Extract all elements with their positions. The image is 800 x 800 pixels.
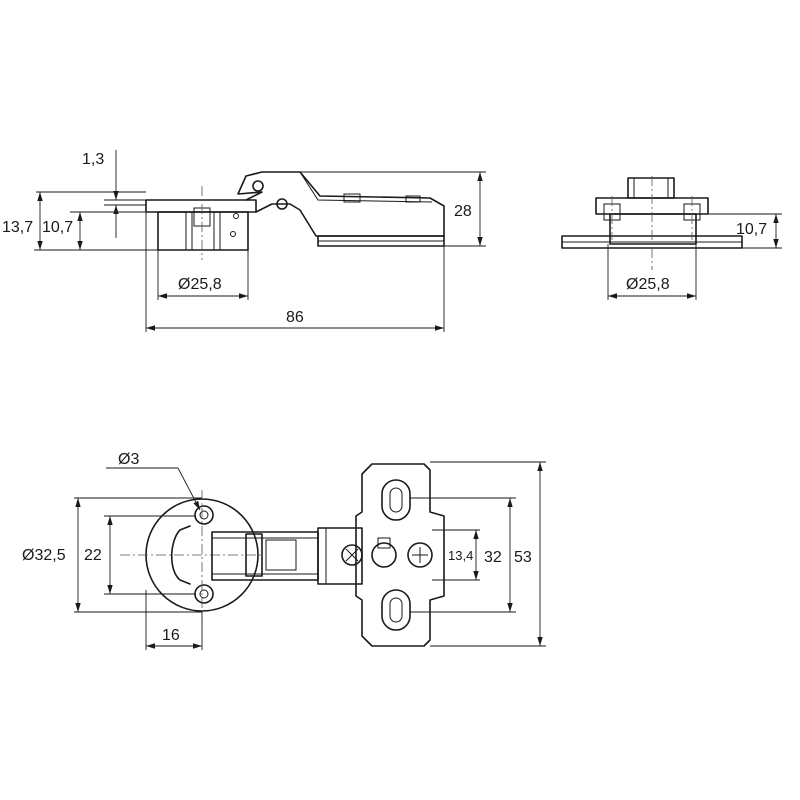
dim-side-length: 86 <box>146 309 444 331</box>
side-view: 1,3 13,7 10,7 28 Ø25,8 86 <box>2 150 486 332</box>
dim-top-plate-height: 53 <box>514 462 543 646</box>
label-side-cup-diameter: Ø25,8 <box>178 276 222 293</box>
dim-front-cup-diameter: Ø25,8 <box>608 276 696 299</box>
dim-top-hole-spacing: 22 <box>84 516 113 594</box>
top-view-arm <box>211 527 363 585</box>
dim-side-cup-diameter: Ø25,8 <box>158 276 248 299</box>
dim-side-cup-total: 13,7 <box>2 192 43 250</box>
side-view-cup <box>145 186 257 260</box>
dim-top-cup-offset: 16 <box>146 627 202 649</box>
dim-side-height: 28 <box>454 172 483 246</box>
top-view: Ø3 Ø32,5 22 16 13,4 32 53 <box>22 451 546 650</box>
label-top-plate-slot: 13,4 <box>448 548 473 563</box>
label-side-length: 86 <box>286 309 304 326</box>
label-top-cup-offset: 16 <box>162 627 180 644</box>
label-side-cup-depth: 10,7 <box>42 219 73 236</box>
dim-side-thickness: 1,3 <box>82 150 119 238</box>
dim-front-cup-depth: 10,7 <box>736 214 779 248</box>
dim-top-plate-slot: 13,4 <box>448 530 479 580</box>
top-view-cup <box>120 490 262 618</box>
label-top-plate-height: 53 <box>514 549 532 566</box>
label-top-hole-spacing: 22 <box>84 547 102 564</box>
label-front-cup-diameter: Ø25,8 <box>626 276 670 293</box>
dim-top-hole-diameter: Ø3 <box>106 451 201 511</box>
label-side-cup-total: 13,7 <box>2 219 33 236</box>
front-view: 10,7 Ø25,8 <box>561 176 782 300</box>
top-view-plate <box>341 463 445 647</box>
side-view-arm <box>237 171 445 237</box>
label-top-plate-holes: 32 <box>484 549 502 566</box>
dim-side-cup-depth: 10,7 <box>42 212 83 250</box>
label-side-height: 28 <box>454 203 472 220</box>
side-view-plate <box>317 235 445 247</box>
label-front-cup-depth: 10,7 <box>736 221 767 238</box>
label-top-cup-diameter: Ø32,5 <box>22 547 66 564</box>
dim-top-plate-holes: 32 <box>484 498 513 612</box>
front-view-body <box>561 176 743 270</box>
label-side-thickness: 1,3 <box>82 151 104 168</box>
dim-top-cup-diameter: Ø32,5 <box>22 498 81 612</box>
label-top-hole-diameter: Ø3 <box>118 451 139 468</box>
